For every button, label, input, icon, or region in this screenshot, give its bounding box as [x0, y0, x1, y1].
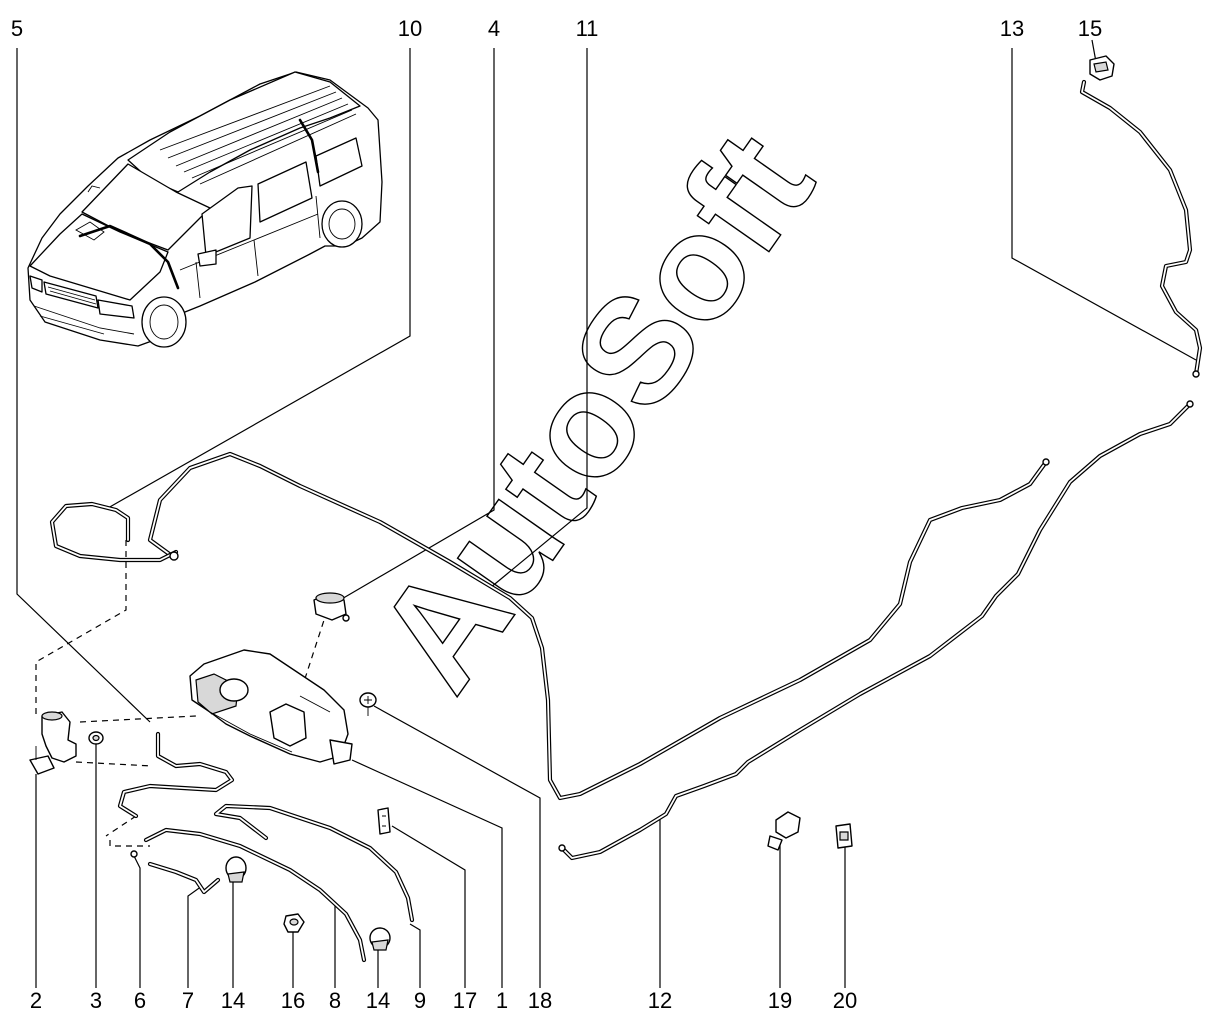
callout-9: 9	[414, 988, 426, 1013]
callout-7: 7	[182, 988, 194, 1013]
callout-13: 13	[1000, 16, 1024, 41]
washer-bottle	[189, 649, 353, 765]
callout-15: 15	[1078, 16, 1102, 41]
callout-19: 19	[768, 988, 792, 1013]
callouts-top: 5 10 4 11 13 15	[11, 16, 1102, 41]
callouts-bottom: 2 3 6 7 14 16 8 14 9 17 1 18 12 19 20	[30, 988, 857, 1013]
bracket-plate	[377, 807, 391, 835]
hose-clip	[767, 811, 801, 851]
callout-8: 8	[329, 988, 341, 1013]
fastener-nut	[283, 913, 305, 933]
washer-jet-right	[369, 927, 391, 951]
callout-11: 11	[576, 16, 599, 41]
hoses-group	[49, 79, 1203, 963]
bottle-cap	[313, 592, 350, 622]
callout-12: 12	[648, 988, 672, 1013]
callout-16: 16	[281, 988, 305, 1013]
hose-holder	[835, 823, 853, 849]
callout-4: 4	[488, 16, 500, 41]
callout-20: 20	[833, 988, 857, 1013]
washer-jet-left	[225, 856, 247, 883]
leader-lines	[16, 39, 1197, 988]
callout-6: 6	[134, 988, 146, 1013]
callout-17: 17	[453, 988, 477, 1013]
callout-14b: 14	[366, 988, 390, 1013]
hose-tailgate	[1079, 79, 1203, 377]
callout-5: 5	[11, 16, 23, 41]
pump-grommet	[88, 731, 104, 745]
callout-18: 18	[528, 988, 552, 1013]
washer-pump	[29, 711, 77, 775]
callout-10: 10	[398, 16, 422, 41]
assembly-lines	[35, 540, 327, 847]
watermark-text: AutoSoft	[344, 103, 845, 718]
rear-nozzle	[1089, 55, 1115, 81]
bottle-screw	[359, 692, 377, 716]
hose-fittings	[130, 370, 1200, 858]
callout-14: 14	[221, 988, 245, 1013]
callout-1: 1	[496, 988, 508, 1013]
callout-2: 2	[30, 988, 42, 1013]
callout-3: 3	[90, 988, 102, 1013]
vehicle-illustration	[27, 71, 383, 348]
